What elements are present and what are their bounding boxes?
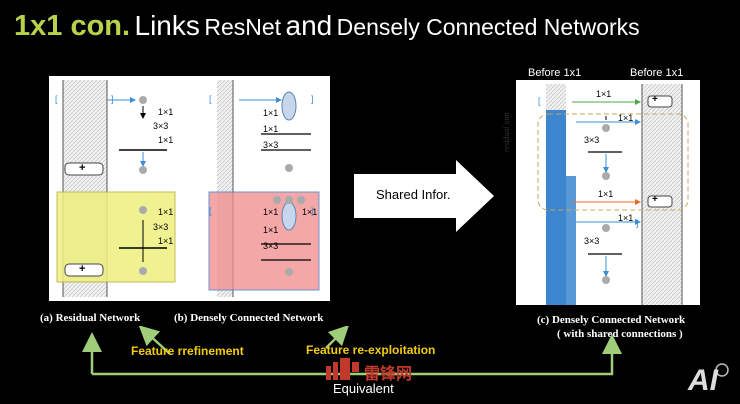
title-word-and: and <box>285 10 333 41</box>
op-label: 3×3 <box>584 236 600 246</box>
svg-text:]: ] <box>636 218 639 228</box>
svg-text:]: ] <box>311 206 314 216</box>
op-label: 1×1 <box>158 207 174 217</box>
shared-info-label: Shared Infor. <box>376 187 451 202</box>
op-label: 1×1 <box>263 124 279 134</box>
op-label: 1×1 <box>598 189 614 199</box>
dense-concat-node-2 <box>281 201 297 231</box>
op-label: 1×1 <box>158 236 174 246</box>
node <box>139 166 147 174</box>
before-1x1-right: Before 1x1 <box>630 67 684 79</box>
equivalent-label: Equivalent <box>333 381 394 396</box>
caption-densenet: (b) Densely Connected Network <box>174 312 324 324</box>
dense-highlight-box <box>208 191 320 291</box>
leiphone-brand: 雷锋网 <box>364 366 413 383</box>
svg-text:]: ] <box>311 94 314 104</box>
node <box>139 206 147 214</box>
plus-sign: + <box>652 194 658 205</box>
feature-refinement-label: Feature rrefinement <box>131 344 244 358</box>
plus-sign: + <box>652 94 658 105</box>
plus-sign: + <box>79 263 86 275</box>
residual-unit-box <box>537 113 689 211</box>
right-feature-column <box>642 84 682 305</box>
op-label: 1×1 <box>596 89 612 99</box>
svg-text:[: [ <box>55 94 58 104</box>
op-label: 1×1 <box>263 207 279 217</box>
before-1x1-left: Before 1x1 <box>528 67 582 79</box>
plus-sign: + <box>79 162 86 174</box>
svg-text:[: [ <box>538 96 541 106</box>
ai-logo-text: AI <box>688 364 718 397</box>
title-word-resnet: ResNet <box>204 14 282 40</box>
title-accent: 1x1 con. <box>14 10 131 42</box>
title-word-links: Links <box>134 10 200 41</box>
op-label: 3×3 <box>263 140 279 150</box>
op-label: 1×1 <box>618 213 634 223</box>
node <box>139 267 147 275</box>
svg-text:]: ] <box>111 94 114 104</box>
blue-channel-bar <box>546 110 566 305</box>
op-label: 1×1 <box>263 225 279 235</box>
panel-c-diagram: [ ] <box>537 84 689 305</box>
svg-text:[: [ <box>209 206 212 216</box>
op-label: 3×3 <box>153 222 169 232</box>
op-label: 3×3 <box>584 135 600 145</box>
caption-residual: (a) Residual Network <box>40 312 141 324</box>
ai-logo-icon <box>715 363 729 377</box>
op-label: 1×1 <box>302 207 318 217</box>
equivalence-bracket <box>82 326 622 376</box>
slide-title: 1x1 con. Links ResNet and Densely Connec… <box>14 10 640 50</box>
shared-info-arrow <box>354 160 494 232</box>
svg-text:[: [ <box>209 94 212 104</box>
panel-c: [ ] <box>516 80 700 305</box>
op-label: 1×1 <box>158 135 174 145</box>
op-label: 1×1 <box>618 113 634 123</box>
residual-unit-label: residual unit <box>502 112 511 152</box>
op-label: 1×1 <box>263 108 279 118</box>
caption-shared-densenet: (c) Densely Connected Network <box>537 314 686 326</box>
op-label: 1×1 <box>158 107 174 117</box>
op-label: 3×3 <box>263 241 279 251</box>
node <box>139 96 147 104</box>
dense-concat-node <box>281 91 297 121</box>
panel-ab-diagram: [] [] [] <box>55 80 320 297</box>
title-word-densenet: Densely Connected Networks <box>336 14 640 40</box>
leiphone-logo-icon <box>326 358 359 380</box>
feature-reexploitation-label: Feature re-exploitation <box>306 343 436 357</box>
op-label: 3×3 <box>153 121 169 131</box>
panel-ab: [] [] [] <box>49 76 330 301</box>
